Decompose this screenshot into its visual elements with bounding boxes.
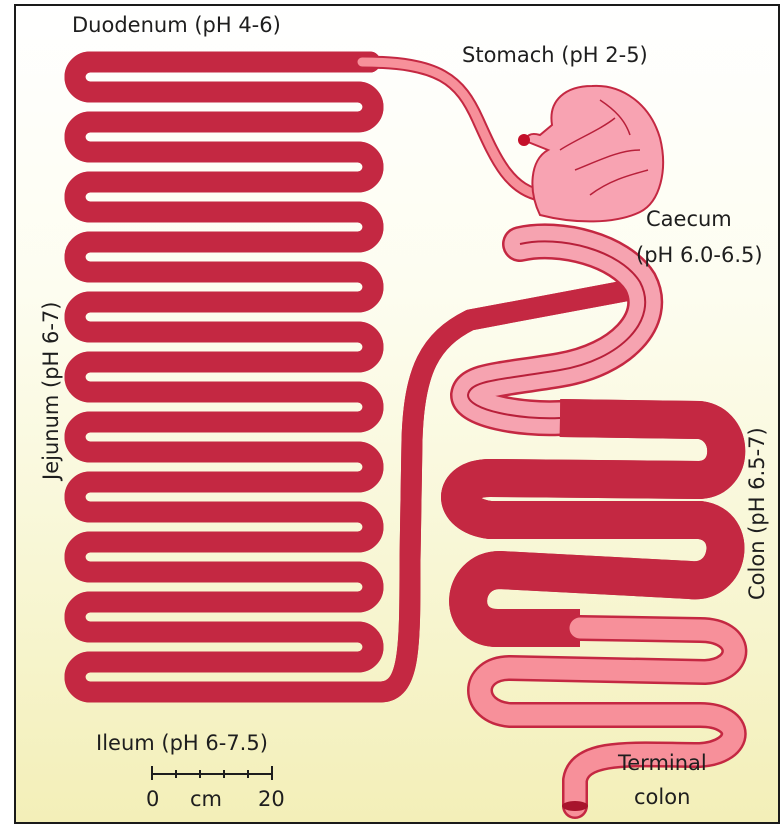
anus-opening [562,801,588,811]
caecum-label-line2: (pH 6.0-6.5) [636,243,763,267]
terminal-colon-label-line1: Terminal [617,751,707,775]
scale-unit-label: cm [190,787,222,811]
scale-bar: 0 cm 20 [146,766,285,811]
pylorus-dot [518,134,530,146]
terminal-colon-label-line2: colon [634,785,690,809]
jejunum-label: Jejunum (pH 6-7) [39,302,63,483]
scale-start-label: 0 [146,787,159,811]
caecum [468,241,645,418]
stomach-label: Stomach (pH 2-5) [462,43,648,67]
scale-end-label: 20 [258,787,285,811]
ileum-label: Ileum (pH 6-7.5) [96,731,268,755]
duodenum-label: Duodenum (pH 4-6) [72,13,281,37]
colon-label: Colon (pH 6.5-7) [745,427,769,600]
stomach [518,86,663,222]
caecum-label-line1: Caecum [646,207,732,231]
